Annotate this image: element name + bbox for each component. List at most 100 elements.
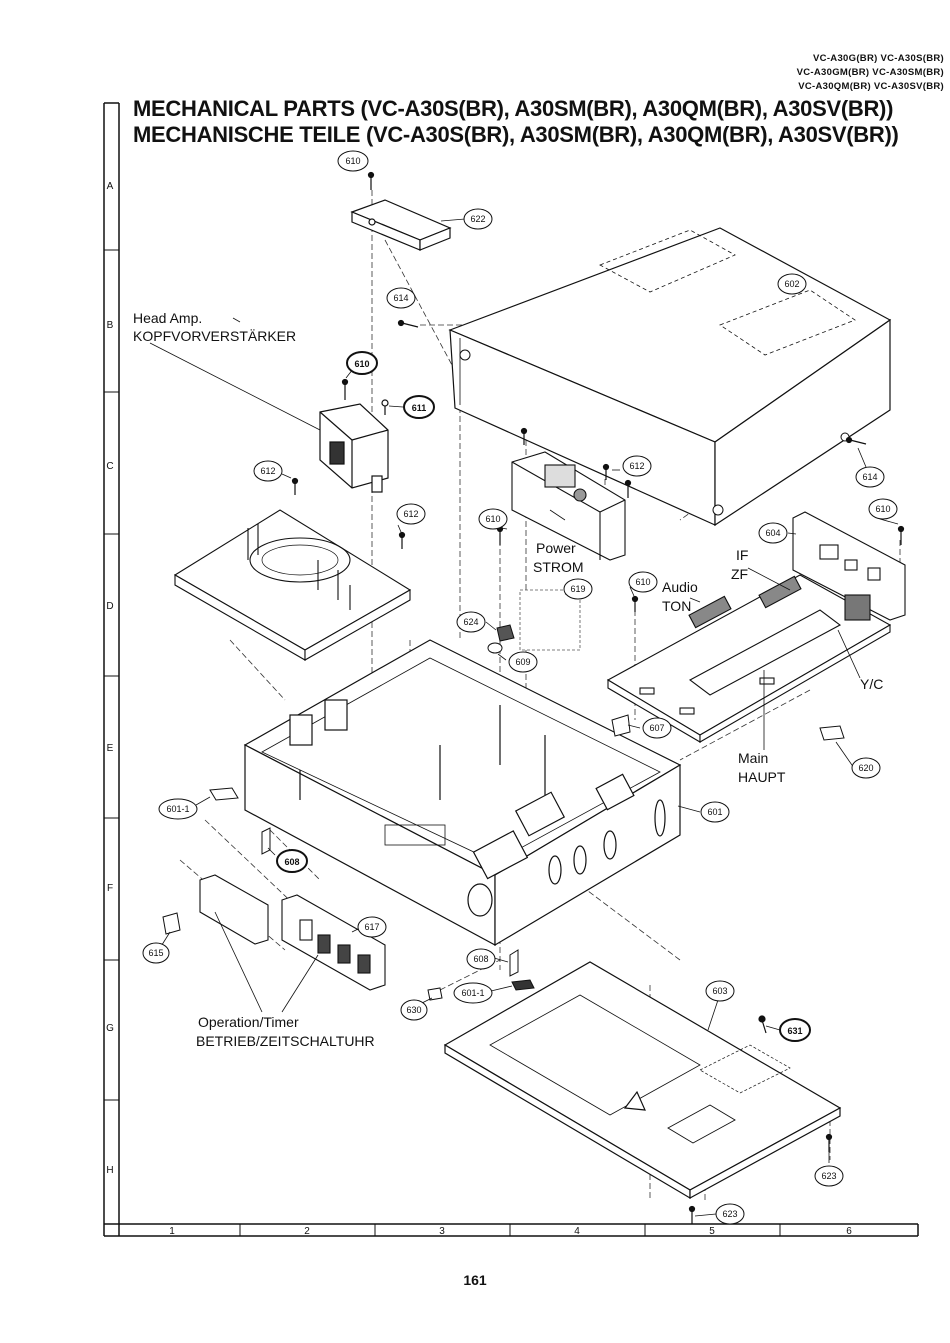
svg-text:617: 617 [364, 922, 379, 932]
spacer-601-1 [209, 787, 239, 801]
callout: 601-1 [453, 982, 493, 1004]
mechanism-plate [173, 509, 412, 661]
grid-row-label: C [106, 461, 113, 472]
spacer-630 [427, 987, 443, 1001]
head-amp-board [319, 403, 389, 493]
bracket-607 [611, 714, 631, 737]
svg-text:624: 624 [463, 617, 478, 627]
grid-row-label: A [107, 181, 114, 192]
svg-text:620: 620 [858, 763, 873, 773]
callout: 610 [628, 571, 658, 593]
bracket-604 [792, 511, 906, 621]
callout: 609 [508, 651, 538, 673]
callout: 612 [396, 503, 426, 525]
svg-text:610: 610 [635, 577, 650, 587]
grid-col-label: 4 [574, 1226, 580, 1237]
svg-text:619: 619 [570, 584, 585, 594]
label-if-de: ZF [731, 566, 748, 582]
label-operation-de: BETRIEB/ZEITSCHALTUHR [196, 1033, 375, 1049]
callout: 602 [777, 273, 807, 295]
grid-row-label: B [107, 320, 114, 331]
model-line: VC-A30GM(BR) VC-A30SM(BR) [796, 67, 944, 78]
callout: 630 [400, 999, 428, 1021]
callout: 601 [700, 801, 730, 823]
svg-text:610: 610 [485, 514, 500, 524]
label-head-amp: Head Amp. [133, 310, 202, 326]
callouts: 610 622 614 602 610 611 612 612 612 614 … [142, 150, 898, 1225]
label-power-de: STROM [533, 559, 584, 575]
svg-text:631: 631 [787, 1026, 802, 1036]
callout: 623 [814, 1165, 844, 1187]
svg-text:603: 603 [712, 986, 727, 996]
svg-text:601-1: 601-1 [461, 988, 484, 998]
svg-text:602: 602 [784, 279, 799, 289]
svg-text:610: 610 [345, 156, 360, 166]
svg-text:608: 608 [473, 954, 488, 964]
callout: 607 [642, 717, 672, 739]
knob-615 [162, 912, 181, 935]
spacer-620 [819, 725, 845, 741]
label-power: Power [536, 540, 576, 556]
svg-text:614: 614 [862, 472, 877, 482]
spacer-601-1b [511, 979, 535, 991]
svg-text:612: 612 [629, 461, 644, 471]
callout: 624 [456, 611, 486, 633]
grid-col-label: 1 [169, 1226, 175, 1237]
callout: 604 [758, 522, 788, 544]
label-main: Main [738, 750, 768, 766]
callout: 608 [466, 948, 496, 970]
callout: 622 [463, 208, 493, 230]
svg-text:612: 612 [403, 509, 418, 519]
callout: 614 [855, 466, 885, 488]
clip-624 [496, 624, 515, 642]
svg-text:609: 609 [515, 657, 530, 667]
callout: 620 [851, 757, 881, 779]
svg-text:610: 610 [875, 504, 890, 514]
grid-frame [103, 102, 919, 1237]
grid-row-label: E [107, 743, 114, 754]
grommet-609 [487, 642, 503, 654]
svg-text:607: 607 [649, 723, 664, 733]
label-audio-de: TON [662, 598, 691, 614]
callout: 623 [715, 1203, 745, 1225]
callout: 611 [403, 395, 435, 419]
label-audio: Audio [662, 579, 698, 595]
callout: 608 [276, 849, 308, 873]
model-line: VC-A30G(BR) VC-A30S(BR) [813, 53, 944, 64]
callout: 610 [868, 498, 898, 520]
svg-text:622: 622 [470, 214, 485, 224]
svg-text:615: 615 [148, 948, 163, 958]
svg-text:611: 611 [412, 403, 427, 413]
svg-text:601: 601 [707, 807, 722, 817]
grid-col-label: 3 [439, 1226, 445, 1237]
label-yc: Y/C [860, 676, 883, 692]
bottom-plate-603 [443, 961, 842, 1200]
callout: 612 [253, 460, 283, 482]
callout: 610 [346, 351, 378, 375]
callout: 601-1 [158, 798, 198, 820]
grid-col-label: 2 [304, 1226, 310, 1237]
callout: 617 [357, 916, 387, 938]
callout: 612 [622, 455, 652, 477]
operation-timer-board [199, 874, 386, 991]
bracket-608b [509, 949, 519, 977]
callout: 610 [478, 508, 508, 530]
label-if: IF [736, 547, 748, 563]
svg-text:601-1: 601-1 [166, 804, 189, 814]
grid-col-label: 6 [846, 1226, 852, 1237]
callout: 615 [142, 942, 170, 964]
main-board [606, 574, 892, 743]
bracket-608 [261, 827, 271, 855]
leader-lines [149, 218, 899, 1217]
label-operation: Operation/Timer [198, 1014, 299, 1030]
page-title: MECHANICAL PARTS (VC-A30S(BR), A30SM(BR)… [133, 96, 894, 121]
svg-text:630: 630 [406, 1005, 421, 1015]
model-line: VC-A30QM(BR) VC-A30SV(BR) [798, 81, 944, 92]
callout: 619 [563, 578, 593, 600]
svg-text:604: 604 [765, 528, 780, 538]
label-sheet-619 [519, 589, 581, 651]
grid-row-label: D [106, 601, 113, 612]
callout: 610 [337, 150, 369, 172]
